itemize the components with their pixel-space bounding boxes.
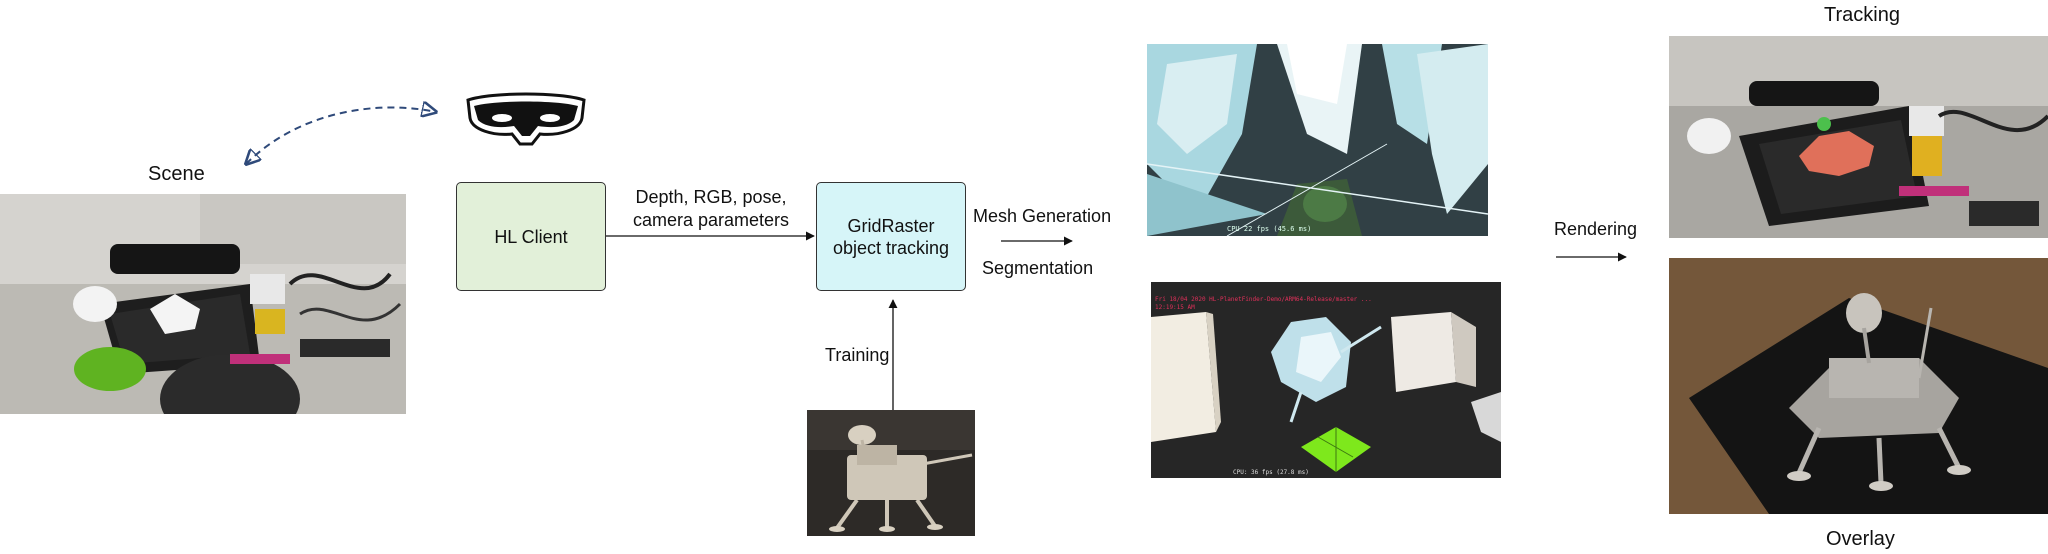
segmentation-label: Segmentation bbox=[982, 258, 1094, 278]
client-to-gridraster-label-line2: camera parameters bbox=[632, 210, 790, 230]
scene-headset-link-arrow bbox=[246, 107, 436, 164]
mesh-generation-label: Mesh Generation bbox=[973, 206, 1112, 226]
segmentation-header-overlay: Fri 18/04 2020 HL-PlanetFinder-Demo/ARM6… bbox=[1155, 296, 1372, 303]
overlay-title: Overlay bbox=[1826, 528, 1895, 550]
tracking-title: Tracking bbox=[1824, 4, 1900, 26]
client-to-gridraster-label: Depth, RGB, pose, camera parameters bbox=[606, 186, 816, 232]
training-label: Training bbox=[825, 345, 890, 365]
segmentation-cpu-overlay: CPU: 36 fps (27.8 ms) bbox=[1233, 469, 1309, 476]
gridraster-label-line1: GridRaster bbox=[847, 215, 935, 236]
scene-title: Scene bbox=[148, 163, 205, 185]
hololens-headset-icon bbox=[462, 92, 590, 148]
segmentation-time-overlay: 12:19:15 AM bbox=[1155, 304, 1195, 311]
hl-client-label: HL Client bbox=[494, 226, 568, 247]
tracking-photo bbox=[1669, 36, 2048, 238]
segmentation-render: Fri 18/04 2020 HL-PlanetFinder-Demo/ARM6… bbox=[1151, 282, 1501, 478]
gridraster-label-line2: object tracking bbox=[832, 237, 950, 258]
rendering-label: Rendering bbox=[1554, 219, 1638, 239]
scene-photo bbox=[0, 194, 406, 414]
client-to-gridraster-label-line1: Depth, RGB, pose, bbox=[635, 187, 787, 207]
gridraster-box: GridRaster object tracking bbox=[816, 182, 966, 291]
mesh-generation-render: CPU 22 fps (45.6 ms) bbox=[1147, 44, 1488, 236]
mesh-cpu-overlay: CPU 22 fps (45.6 ms) bbox=[1227, 225, 1312, 233]
overlay-photo bbox=[1669, 258, 2048, 514]
training-model-photo bbox=[807, 410, 975, 536]
hl-client-box: HL Client bbox=[456, 182, 606, 291]
